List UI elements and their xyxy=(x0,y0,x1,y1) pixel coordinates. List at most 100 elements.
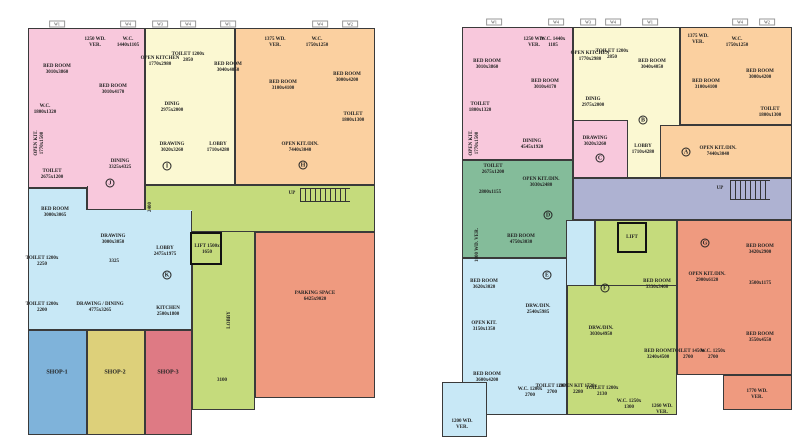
room-label: 2800x1155 xyxy=(479,190,501,196)
label-text: 3040x4050 xyxy=(640,65,664,70)
room-label: OPEN KIT.1770x1500 xyxy=(34,130,46,155)
label-text: 3325x4325 xyxy=(108,165,132,170)
label-text: 1800x1320 xyxy=(468,108,492,113)
parking-space-zone xyxy=(255,232,375,398)
flat-h-zone xyxy=(235,28,375,185)
label-text: 1750x1250 xyxy=(305,43,329,48)
window-tag: W4 xyxy=(548,18,564,26)
label-text: B xyxy=(640,117,645,124)
lift-shaft xyxy=(617,222,647,253)
room-label: 1375 WD.VER. xyxy=(264,37,285,49)
label-text: 1770x1500 xyxy=(40,131,45,155)
flat-e-lobby xyxy=(566,220,595,286)
flat-k-lobby-top xyxy=(145,210,192,211)
label-text: 2975x2000 xyxy=(160,108,184,113)
label-text: 4750x3030 xyxy=(509,240,533,245)
stair-up-label: UP xyxy=(717,186,724,192)
label-text: E xyxy=(544,272,549,279)
label-text: W.C. 1440x xyxy=(540,37,566,42)
label-text: 2250 xyxy=(37,262,47,267)
window-tag: W3 xyxy=(152,20,168,28)
staircase xyxy=(300,188,350,202)
window-tag: W1 xyxy=(49,20,65,28)
label-text: 1440x1105 xyxy=(116,43,140,48)
label-text: LOBBY xyxy=(209,142,227,147)
label-text: 3010x3860 xyxy=(475,65,499,70)
room-label: OPEN KIT./DIN.7440x3040 xyxy=(282,142,319,154)
label-text: 2850 xyxy=(183,58,193,63)
label-text: 3020x3260 xyxy=(160,148,184,153)
label-text: VER. xyxy=(269,43,281,48)
label-text: W4 xyxy=(185,21,191,27)
label-text: BED ROOM xyxy=(692,79,720,84)
flat-d-zone xyxy=(462,160,573,258)
flat-g-zone xyxy=(677,220,792,375)
room-label: SHOP-1 xyxy=(46,370,67,377)
label-text: 3100x4100 xyxy=(694,85,718,90)
label-text: TOILET xyxy=(470,102,490,107)
label-text: TOILET 1200x xyxy=(535,384,569,389)
flat-marker-circle: I xyxy=(162,161,172,171)
staircase xyxy=(730,180,770,200)
label-text: PARKING SPACE xyxy=(294,291,336,296)
label-text: 4545x1920 xyxy=(520,145,544,150)
label-text: W2 xyxy=(764,19,770,25)
label-text: VER. xyxy=(692,40,704,45)
flat-marker-circle: G xyxy=(700,238,710,248)
label-text: W.C. 1200x xyxy=(517,387,543,392)
label-text: H xyxy=(300,162,306,169)
flat-marker-circle: B xyxy=(638,115,648,125)
room-label: DRW./DIN.3030x4950 xyxy=(589,326,614,338)
label-text: DRAWING xyxy=(100,234,126,239)
label-text: OPEN KITCHEN xyxy=(140,56,180,61)
label-text: 1800x1320 xyxy=(33,110,57,115)
room-label: 1200 WD.VER. xyxy=(451,419,472,431)
label-text: 2400 xyxy=(148,202,153,212)
label-text: TOILET 1450x xyxy=(671,349,705,354)
label-text: SHOP-3 xyxy=(157,369,179,376)
dimension-label: 2400 xyxy=(148,202,154,212)
room-label: OPEN KIT./DIN.2900x6120 xyxy=(689,272,726,284)
window-tag: W4 xyxy=(732,18,748,26)
label-text: W3 xyxy=(157,21,163,27)
room-label: OPEN KIT.3150x1350 xyxy=(471,321,496,333)
label-text: 3030x2480 xyxy=(529,183,553,188)
label-text: BED ROOM xyxy=(43,64,71,69)
label-text: BED ROOM xyxy=(643,279,671,284)
label-text: W3 xyxy=(585,19,591,25)
flat-i-zone xyxy=(145,28,235,185)
label-text: BED ROOM xyxy=(470,279,498,284)
label-text: DRAWING xyxy=(159,142,185,147)
room-label: OPEN KIT./DIN.7440x3040 xyxy=(700,146,737,158)
label-text: 2850 xyxy=(607,55,617,60)
label-text: BED ROOM xyxy=(99,84,127,89)
label-text: 6425x9020 xyxy=(303,297,327,302)
label-text: KITCHEN xyxy=(156,306,180,311)
label-text: 2675x1200 xyxy=(40,175,64,180)
label-text: 2700 xyxy=(547,390,557,395)
lift-shaft xyxy=(190,232,222,265)
label-text: BED ROOM xyxy=(214,62,242,67)
label-text: 4775x3265 xyxy=(88,308,112,313)
label-text: DINING xyxy=(110,159,130,164)
flat-marker-circle: H xyxy=(298,160,308,170)
flat-marker-circle: K xyxy=(162,270,172,280)
label-text: 1250 WD. xyxy=(84,37,106,42)
label-text: UP xyxy=(288,191,296,196)
